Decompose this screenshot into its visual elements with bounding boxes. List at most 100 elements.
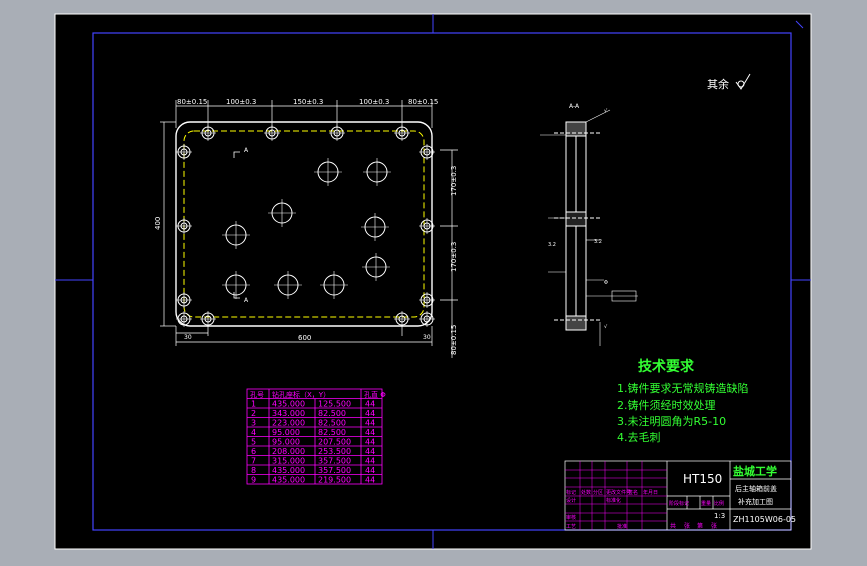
section-view: A-A √ 3.2 Φ √ 3.2 (540, 103, 638, 346)
hole-number: 6 (251, 447, 256, 456)
holes-layer (176, 125, 435, 327)
bolt-hole (200, 125, 216, 141)
bore-hole (274, 271, 302, 299)
hole-diameter: 44 (365, 447, 375, 456)
dim-top-1: 80±0.15 (177, 98, 207, 106)
dim-bottom-small-right: 30 (423, 334, 431, 341)
bolt-hole (176, 292, 192, 308)
hole-number: 4 (251, 428, 256, 437)
hole-number: 3 (251, 419, 256, 428)
title-label-count: 处数 (581, 489, 591, 496)
title-block-grid (564, 460, 792, 531)
bolt-hole (419, 144, 435, 160)
scale-label: 比例 (714, 500, 724, 507)
part-name-2: 补充加工图 (738, 497, 773, 506)
part-name-1: 后主轴箱前盖 (735, 484, 777, 493)
hole-number: 5 (251, 438, 256, 447)
title-label-zone: 分区 (593, 489, 603, 496)
hole-number: 9 (251, 476, 256, 485)
left-dimension (160, 121, 176, 327)
sheet-total-label: 共 (670, 522, 676, 530)
plate-gasket-line (183, 130, 425, 318)
dim-top-5: 80±0.15 (408, 98, 438, 106)
hole-table-header-dia: 孔直 Φ (364, 390, 386, 399)
hole-y: 357.500 (318, 457, 351, 466)
hole-x: 95.000 (272, 438, 300, 447)
dim-bottom-width: 600 (298, 334, 311, 342)
bore-hole (361, 213, 389, 241)
sheet-unit-label-1: 张 (684, 522, 690, 530)
hole-table-grid (246, 388, 383, 485)
bolt-hole (176, 144, 192, 160)
bore-hole (222, 221, 250, 249)
title-label-change-doc: 更改文件号 (606, 489, 631, 496)
tech-req-item-4: 4.去毛刺 (617, 431, 661, 444)
title-label-standard: 标准化 (606, 497, 621, 504)
hole-y: 357.500 (318, 466, 351, 475)
hole-diameter: 44 (365, 428, 375, 437)
sheet-number-label: 第 (697, 522, 703, 530)
bolt-hole (394, 125, 410, 141)
hole-x: 223.000 (272, 419, 305, 428)
section-label: A-A (569, 103, 580, 110)
material: HT150 (683, 472, 722, 486)
dim-top-2: 100±0.3 (226, 98, 256, 106)
hole-diameter: 44 (365, 476, 375, 485)
hole-x: 315.000 (272, 457, 305, 466)
front-view: 80±0.15 100±0.3 150±0.3 100±0.3 80±0.15 … (154, 98, 458, 358)
section-marker-a-bottom: A (244, 297, 249, 304)
hole-diameter: 44 (365, 400, 375, 409)
hole-x: 95.000 (272, 428, 300, 437)
top-dimensions: 80±0.15 100±0.3 150±0.3 100±0.3 80±0.15 (177, 98, 438, 106)
bore-hole (362, 253, 390, 281)
hole-number: 8 (251, 466, 256, 475)
bore-hole (363, 158, 391, 186)
hole-table-header-no: 孔号 (250, 391, 264, 399)
dim-right-2: 170±0.3 (450, 242, 458, 272)
section-cut-markers (233, 151, 240, 299)
hole-y: 219.500 (318, 476, 351, 485)
title-label-mark: 标记 (566, 489, 576, 496)
hole-diameter: 44 (365, 466, 375, 475)
hole-x: 435.000 (272, 466, 305, 475)
title-label-sign: 签名 (628, 489, 638, 496)
hole-y: 82.500 (318, 419, 346, 428)
dim-top-3: 150±0.3 (293, 98, 323, 106)
hole-diameter: 44 (365, 419, 375, 428)
sheet-unit-label-2: 张 (711, 522, 717, 530)
bolt-hole (329, 125, 345, 141)
bottom-dimension-lines (175, 326, 433, 346)
hole-x: 343.000 (272, 409, 305, 418)
dim-left-height: 400 (154, 217, 162, 230)
hole-y: 125.500 (318, 400, 351, 409)
bolt-hole (176, 218, 192, 234)
drawing-sheet (54, 13, 812, 550)
hole-y: 82.500 (318, 409, 346, 418)
section-ann-3: Φ (604, 280, 608, 286)
hole-table-header-coord: 钻孔座标（X，Y） (272, 390, 330, 399)
hole-y: 207.500 (318, 438, 351, 447)
tech-req-item-3: 3.未注明圆角为R5-10 (617, 414, 726, 428)
bolt-hole (264, 125, 280, 141)
title-label-review: 审核 (566, 514, 576, 521)
section-ann-2: 3.2 (594, 239, 602, 245)
dim-right-1: 170±0.3 (450, 166, 458, 196)
drawing-border (92, 32, 792, 531)
title-block-left-grid (565, 461, 667, 530)
title-label-date: 年月日 (643, 489, 658, 496)
hole-x: 435.000 (272, 476, 305, 485)
stage-mark-label: 阶段标记 (669, 500, 689, 507)
hole-x: 208.000 (272, 447, 305, 456)
school-name: 盐城工学 (733, 464, 777, 478)
drawing-number: ZH1105W06-05 (733, 515, 796, 524)
hole-diameter: 44 (365, 457, 375, 466)
section-annotations (540, 109, 638, 346)
top-dimension-lines (175, 100, 433, 128)
title-label-design: 设计 (566, 497, 576, 504)
hole-y: 82.500 (318, 428, 346, 437)
frame-centering-marks (55, 14, 811, 549)
bolt-hole (394, 311, 410, 327)
